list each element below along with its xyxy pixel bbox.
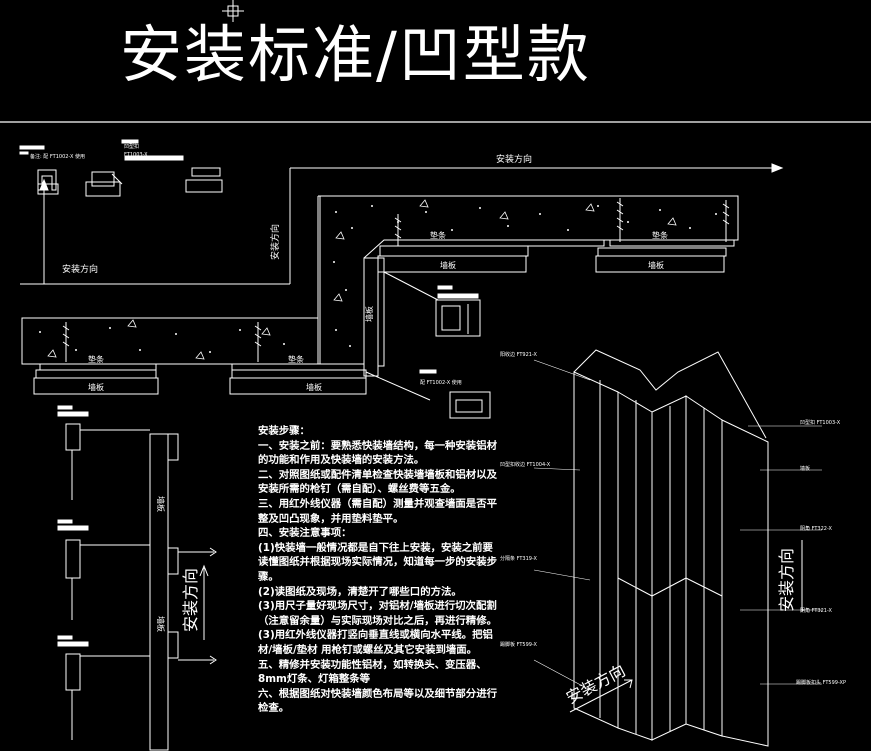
left-note: 备注: 配 FT1002-X 使用 (30, 153, 85, 160)
step-line: 六、根据图纸对快装墙颜色布局等以及细节部分进行检查。 (258, 687, 497, 715)
top-note: 凹型扣 (124, 143, 139, 150)
step-line: (3)用尺子量好现场尺寸，对铝材/墙板进行切次配割（注意留余量）与实际现场对比之… (258, 600, 497, 627)
direction-arrows (20, 163, 784, 285)
direction-label: 安装方向 (563, 661, 628, 708)
direction-label: 安装方向 (269, 224, 281, 260)
wall-panel-label: 墙板 (648, 260, 664, 270)
crosshair-cursor-icon (222, 0, 244, 22)
iso-label: 阴角 FT322-X (800, 525, 833, 532)
step-line: 二、对照图纸或配件清单检查快装墙墙板和铝材以及安装所需的枪钉（需自配）、螺丝费等… (258, 468, 497, 496)
wall-hatching (39, 205, 717, 353)
step-line: 安装步骤： (258, 425, 310, 437)
direction-label: 安装方向 (181, 568, 200, 632)
direction-label: 安装方向 (496, 153, 532, 165)
iso-labels: 阳收边 FT921-X 凹型扣收边 FT1004-X 分隔条 FT319-X 踢… (500, 351, 846, 686)
step-line: 四、安装注意事项： (258, 527, 352, 540)
step-line: 五、精修并安装功能性铝材，如转换头、变压器、8mm灯条、灯箱整条等 (258, 658, 487, 686)
wall-panel-label: 墙板 (440, 260, 456, 270)
iso-label: 凹型扣收边 FT1004-X (500, 461, 551, 468)
wall-screws (62, 198, 730, 362)
corner-detail: 配 FT1002-X 使用 (365, 271, 491, 419)
side-strip-label: 墙板 (364, 306, 374, 322)
iso-label: 踢脚板扣头 FT599-XP (796, 679, 846, 686)
side-panel: 墙板 (363, 257, 385, 377)
strip-label: 垫条 (88, 354, 104, 364)
step-line: 一、安装之前：要熟悉快装墙结构，每一种安装铝材的功能和作用及快装墙的安装方法。 (258, 439, 497, 467)
iso-label: 阴角 FT321-X (800, 607, 833, 614)
wall-panel-label: 墙板 (88, 382, 104, 392)
step-line: 三、用红外线仪器（需自配）测量并观查墙面是否平整及凹凸现象，并用垫料垫平。 (258, 497, 497, 525)
upper-wall (317, 195, 739, 365)
wall-triangles (47, 199, 677, 360)
iso-label: 墙板 (800, 465, 810, 472)
step-line: (1)快装墙一般情况都是自下往上安装，安装之前要读懂图纸并根据现场实际情况，知道… (258, 541, 497, 583)
step-line: (2)读图纸及现场，清楚开了哪些口的方法。 (258, 585, 462, 598)
isometric-panels (573, 349, 769, 747)
installation-steps: 安装步骤： 一、安装之前：要熟悉快装墙结构，每一种安装铝材的功能和作用及快装墙的… (258, 424, 498, 716)
page-title: 安装标准/凹型款 (120, 18, 591, 91)
direction-label: 安装方向 (777, 548, 796, 612)
iso-label: 凹型扣 FT1003-X (800, 419, 841, 426)
upper-strips: 垫条 垫条 墙板 墙板 (377, 230, 735, 273)
lower-strips: 垫条 垫条 墙板 墙板 (33, 354, 367, 395)
top-code: FT1003-X (124, 152, 148, 158)
strip-label: 垫条 (288, 354, 304, 364)
section-direction-arrow (199, 564, 209, 640)
iso-label: 分隔条 FT319-X (500, 555, 538, 562)
step-line: (3)用红外线仪器打竖向垂直线或横向水平线。把铝材/墙板/垫材 用枪钉或螺丝及其… (258, 629, 493, 656)
vertical-section: 墙板 墙板 (57, 405, 217, 751)
iso-leaders (533, 359, 822, 691)
iso-label: 阳收边 FT921-X (500, 351, 538, 358)
lower-wall (21, 317, 319, 365)
top-left-details: 备注: 配 FT1002-X 使用 凹型扣 FT1003-X (19, 139, 223, 197)
strip-label: 垫条 (652, 230, 668, 240)
direction-label: 安装方向 (62, 263, 98, 275)
strip-label: 垫条 (430, 230, 446, 240)
side-strip-label: 墙板 (156, 496, 166, 512)
small-note: 配 FT1002-X 使用 (420, 379, 462, 386)
wall-panel-label: 墙板 (306, 382, 322, 392)
iso-label: 踢脚板 FT599-X (500, 641, 538, 648)
side-strip-label: 墙板 (156, 616, 166, 632)
iso-direction-arrow (569, 679, 633, 713)
